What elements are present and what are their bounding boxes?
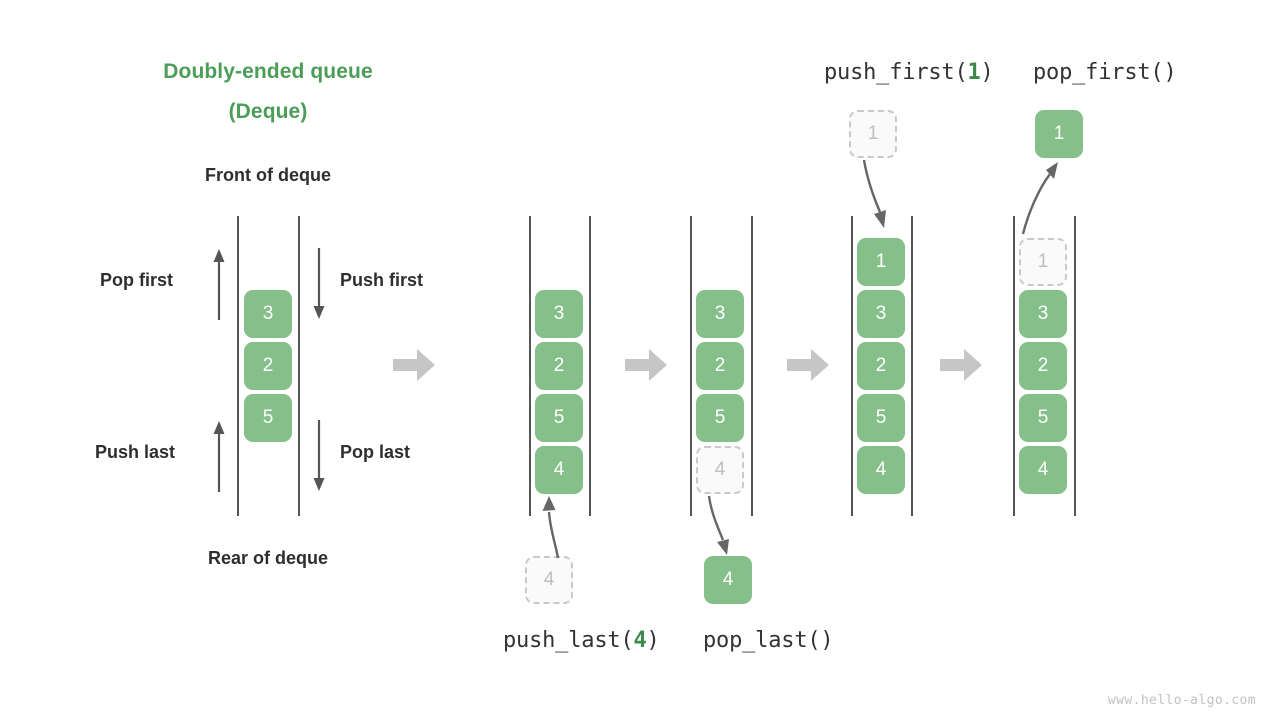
cell-stage4-4: 4	[857, 446, 905, 494]
caption-push-first-name: push_first(	[824, 60, 968, 85]
pop-last-motion-arrow-icon	[707, 496, 729, 555]
cell-stage4-2: 2	[857, 342, 905, 390]
pop-first-arrow-icon	[213, 249, 225, 320]
pop-first-label: Pop first	[100, 270, 174, 290]
deque-rail-right-stage2	[589, 216, 591, 516]
watermark: www.hello-algo.com	[1107, 693, 1256, 708]
caption-push-first: push_first(1)	[824, 60, 994, 85]
deque-rail-right-stage5	[1074, 216, 1076, 516]
step-arrow-icon-2	[625, 349, 667, 381]
page-title-line1: Doubly-ended queue	[163, 60, 373, 83]
caption-push-first-arg: 1	[967, 60, 981, 85]
cell-stage4-3: 5	[857, 394, 905, 442]
outgoing-element-pop-first: 1	[1035, 110, 1083, 158]
caption-pop-last-name: pop_last()	[703, 628, 834, 653]
incoming-element-push-first: 1	[849, 110, 897, 158]
cell-stage2-0: 3	[535, 290, 583, 338]
cell-stage5-3: 4	[1019, 446, 1067, 494]
page-title-line2: (Deque)	[228, 100, 308, 123]
cell-stage5-0: 3	[1019, 290, 1067, 338]
push-last-motion-arrow-icon	[542, 496, 560, 559]
push-last-arrow-icon	[213, 421, 225, 492]
cell-stage3-1: 2	[696, 342, 744, 390]
pop-last-arrow-icon	[313, 420, 325, 491]
pop-first-motion-arrow-icon	[1021, 162, 1058, 235]
front-of-deque-label: Front of deque	[205, 165, 331, 185]
cell-stage4-0: 1	[857, 238, 905, 286]
cell-stage1-1: 2	[244, 342, 292, 390]
rear-of-deque-label: Rear of deque	[207, 548, 329, 568]
cell-stage2-2: 5	[535, 394, 583, 442]
caption-pop-last: pop_last()	[703, 628, 834, 653]
caption-pop-first-name: pop_first()	[1033, 60, 1177, 85]
deque-rail-left-stage5	[1013, 216, 1015, 516]
caption-push-last-close: )	[646, 628, 660, 653]
incoming-element-push-last: 4	[525, 556, 573, 604]
cell-stage3-0: 3	[696, 290, 744, 338]
cell-stage4-1: 3	[857, 290, 905, 338]
push-first-arrow-icon	[313, 248, 325, 319]
deque-rail-right-stage1	[298, 216, 300, 516]
push-first-motion-arrow-icon	[862, 160, 886, 228]
deque-rail-left-stage3	[690, 216, 692, 516]
deque-rail-left-stage1	[237, 216, 239, 516]
push-last-label: Push last	[95, 442, 176, 462]
caption-pop-first: pop_first()	[1033, 60, 1177, 85]
deque-rail-left-stage2	[529, 216, 531, 516]
caption-push-first-close: )	[980, 60, 994, 85]
caption-push-last: push_last(4)	[503, 628, 660, 653]
caption-push-last-arg: 4	[633, 628, 647, 653]
cell-stage1-0: 3	[244, 290, 292, 338]
cell-stage5-2: 5	[1019, 394, 1067, 442]
push-first-label: Push first	[340, 270, 424, 290]
deque-rail-right-stage4	[911, 216, 913, 516]
ghost-cell-pop-first: 1	[1019, 238, 1067, 286]
cell-stage2-3: 4	[535, 446, 583, 494]
outgoing-element-pop-last: 4	[704, 556, 752, 604]
cell-stage5-1: 2	[1019, 342, 1067, 390]
step-arrow-icon-4	[940, 349, 982, 381]
ghost-cell-pop-last: 4	[696, 446, 744, 494]
cell-stage2-1: 2	[535, 342, 583, 390]
cell-stage3-2: 5	[696, 394, 744, 442]
deque-rail-right-stage3	[751, 216, 753, 516]
cell-stage1-2: 5	[244, 394, 292, 442]
deque-rail-left-stage4	[851, 216, 853, 516]
pop-last-label: Pop last	[340, 442, 411, 462]
caption-push-last-name: push_last(	[503, 628, 634, 653]
step-arrow-icon-1	[393, 349, 435, 381]
step-arrow-icon-3	[787, 349, 829, 381]
